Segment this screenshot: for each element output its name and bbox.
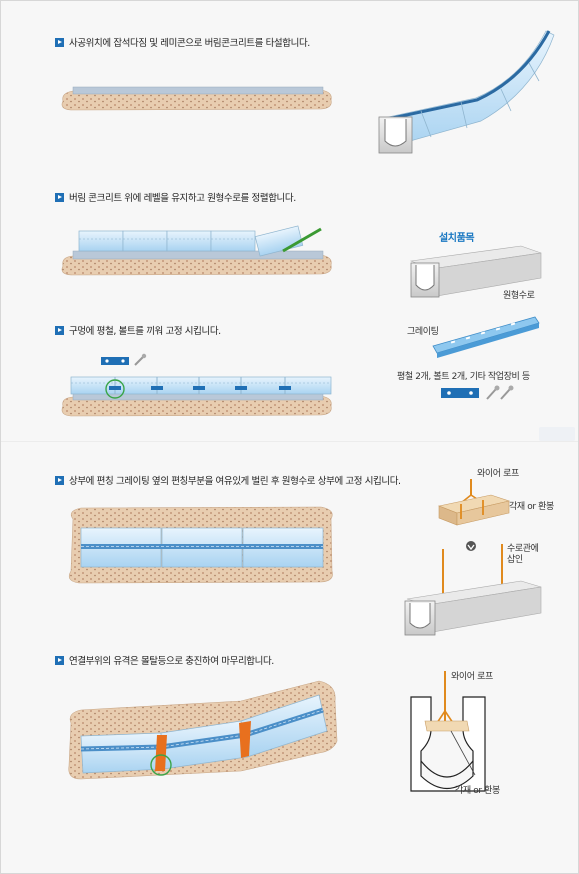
play-bullet-icon [55, 37, 64, 47]
parts-accessories-label: 평철 2개, 볼트 2개, 기타 작업장비 등 [397, 372, 530, 382]
step-1-text: 사공위치에 잡석다짐 및 레미콘으로 버림콘크리트를 타설합니다. [69, 38, 310, 49]
step1-curved-channel [378, 30, 555, 154]
play-bullet-icon [55, 475, 64, 485]
play-bullet-icon [55, 655, 64, 665]
step-1: 사공위치에 잡석다짐 및 레미콘으로 버림콘크리트를 타설합니다. [55, 35, 310, 49]
step1-base-slab [61, 86, 332, 111]
step4-lifting-detail [404, 479, 542, 636]
step-3: 구멍에 평철, 볼트를 끼워 고정 시킵니다. [55, 323, 221, 337]
parts-channel-label: 원형수로 [503, 291, 535, 301]
step-4-text: 상부에 편칭 그레이팅 옆의 편칭부분을 여유있게 벌린 후 원형수로 상부에 … [69, 476, 401, 487]
play-bullet-icon [55, 192, 64, 202]
step-5-text: 연결부위의 유격은 몰탈등으로 충진하여 마무리합니다. [69, 656, 274, 667]
side-scroll-button[interactable] [539, 427, 575, 441]
play-bullet-icon [55, 325, 64, 335]
lift-insert-label: 수로관에 삽인 [507, 544, 539, 565]
section-divider [1, 441, 578, 442]
parts-grating [432, 316, 540, 358]
lift-wire-rope-label: 와이어 로프 [477, 469, 519, 479]
parts-channel [409, 245, 542, 298]
parts-title: 설치품목 [439, 233, 475, 244]
step-4: 상부에 편칭 그레이팅 옆의 편칭부분을 여유있게 벌린 후 원형수로 상부에 … [55, 473, 401, 487]
step3-fixed-channels [61, 353, 332, 417]
final-wire-rope-label: 와이어 로프 [451, 672, 493, 682]
step-3-text: 구멍에 평철, 볼트를 끼워 고정 시킵니다. [69, 326, 221, 337]
step-2-text: 버림 콘크리트 위에 레벨을 유지하고 원형수로를 정렬합니다. [69, 193, 296, 204]
step5-curved-top-view [68, 680, 338, 780]
parts-grating-label: 그레이팅 [407, 327, 439, 337]
step2-aligned-channels [61, 225, 332, 276]
step-2: 버림 콘크리트 위에 레벨을 유지하고 원형수로를 정렬합니다. [55, 190, 296, 204]
final-timber-label: 각재 or 환봉 [455, 786, 500, 796]
step5-cross-section [410, 671, 486, 792]
parts-accessories [441, 385, 514, 400]
lift-timber-label: 각재 or 환봉 [509, 502, 554, 512]
step4-top-view [68, 506, 333, 584]
step-5: 연결부위의 유격은 몰탈등으로 충진하여 마무리합니다. [55, 653, 274, 667]
